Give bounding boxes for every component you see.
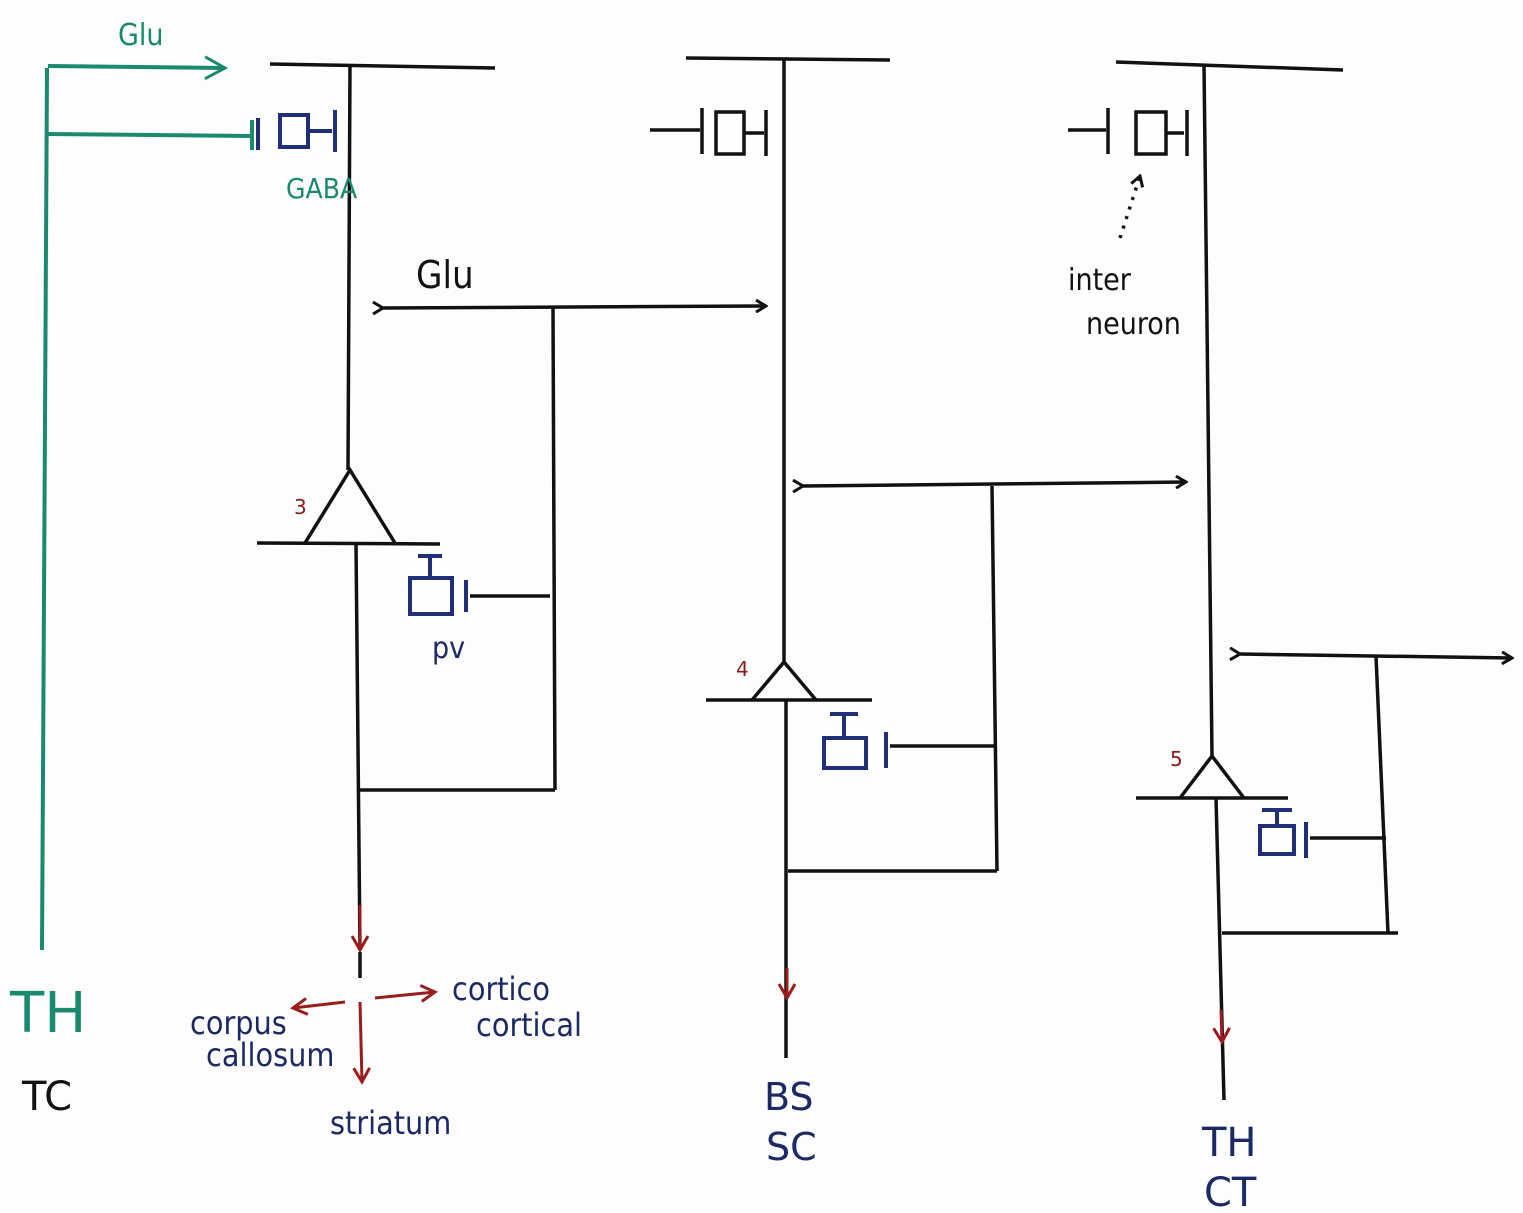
layer5-pv-interneuron bbox=[1258, 808, 1308, 858]
glu-lateral-arrow bbox=[383, 306, 766, 308]
layer3-outputs bbox=[289, 905, 439, 1086]
layer5-soma bbox=[1178, 753, 1246, 800]
layer3-number: 3 bbox=[294, 495, 307, 519]
layer5-pv-box bbox=[1258, 824, 1296, 856]
layer4-number: 4 bbox=[736, 657, 749, 681]
corpus-callosum-arrow bbox=[289, 997, 346, 1016]
layer3-collateral-up bbox=[551, 307, 557, 791]
layer5-output-arrow bbox=[1212, 1009, 1231, 1046]
cortico-cortical-arrow bbox=[374, 984, 439, 1003]
ct-label: CT bbox=[1204, 1170, 1257, 1213]
layer5-axon bbox=[1214, 797, 1226, 1101]
thalamic-axon bbox=[40, 67, 49, 951]
layer5-interneuron-box bbox=[1134, 110, 1168, 156]
layer3-basal-line bbox=[256, 541, 441, 546]
column-layer4 bbox=[685, 56, 1186, 1058]
striatum-label: striatum bbox=[330, 1104, 451, 1142]
layer3-apical-dendrite bbox=[346, 63, 352, 471]
bs-label: BS bbox=[764, 1075, 814, 1119]
layer4-soma bbox=[750, 659, 818, 702]
sc-label: SC bbox=[766, 1125, 817, 1169]
tc-label: TC bbox=[21, 1074, 72, 1120]
neuron-label: neuron bbox=[1086, 307, 1181, 342]
layer5-gaba-interneuron bbox=[1068, 108, 1189, 239]
layer3-soma bbox=[303, 466, 397, 544]
layer4-gaba-interneuron bbox=[650, 108, 768, 156]
glu-projection-arrow bbox=[47, 55, 229, 81]
interneuron-pointer bbox=[1118, 176, 1140, 239]
gaba-projection bbox=[45, 132, 253, 138]
callosum-label: callosum bbox=[206, 1036, 334, 1074]
striatum-arrow bbox=[352, 1001, 371, 1086]
layer4-lateral-arrow bbox=[803, 482, 1186, 486]
th-bottom-label: TH bbox=[1201, 1120, 1257, 1166]
layer5-apical-tuft bbox=[1115, 60, 1344, 72]
column-layer5 bbox=[1115, 60, 1512, 1101]
layer4-pv-interneuron bbox=[822, 712, 888, 770]
layer4-pv-box bbox=[822, 736, 868, 770]
layer5-lateral-arrow bbox=[1240, 654, 1512, 658]
cortico-label: cortico bbox=[452, 970, 550, 1008]
layer5-collateral-up bbox=[1374, 655, 1390, 934]
pv-box bbox=[408, 576, 454, 616]
glu-mid-label: Glu bbox=[416, 253, 474, 297]
corpus-label: corpus bbox=[190, 1004, 287, 1042]
layer3-interneuron-box bbox=[278, 113, 310, 149]
layer3-apical-tuft bbox=[269, 62, 496, 70]
glu-top-label: Glu bbox=[118, 18, 164, 53]
layer5-number: 5 bbox=[1170, 747, 1183, 771]
gaba-label: GABA bbox=[286, 172, 358, 205]
column-layer3 bbox=[256, 62, 766, 951]
layer4-collateral-up bbox=[990, 485, 999, 872]
layer3-pv-interneuron bbox=[408, 554, 468, 616]
layer5-apical-dendrite bbox=[1202, 63, 1214, 757]
layer3-axon bbox=[354, 543, 362, 951]
layer4-interneuron-box bbox=[714, 110, 746, 156]
thalamic-input bbox=[40, 55, 254, 951]
layer4-apical-tuft bbox=[685, 56, 891, 62]
pv-label: pv bbox=[432, 631, 465, 666]
th-green-label: TH bbox=[9, 981, 86, 1046]
layer3-gaba-interneuron bbox=[256, 110, 337, 152]
cortical-label: cortical bbox=[476, 1006, 582, 1044]
inter-label: inter bbox=[1068, 263, 1132, 298]
